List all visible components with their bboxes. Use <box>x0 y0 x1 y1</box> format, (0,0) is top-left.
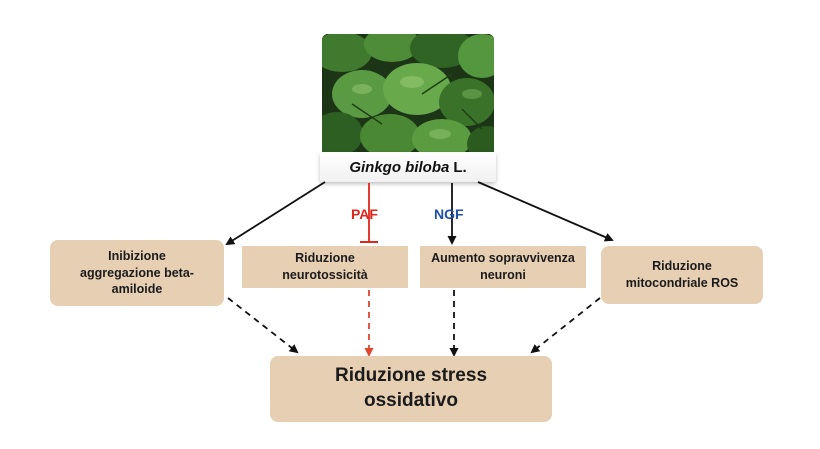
ginkgo-leaves-photo <box>322 34 494 156</box>
box-neuron-survival-text: Aumento sopravvivenza neuroni <box>431 251 575 282</box>
dashed-arrow-beta-amyloid <box>227 297 299 354</box>
paf-label: PAF <box>351 206 378 222</box>
species-caption: Ginkgo biloba L. <box>320 152 496 182</box>
box-beta-amyloid-inhibition: Inibizione aggregazione beta- amiloide <box>50 240 224 306</box>
box-beta-amyloid-text: Inibizione aggregazione beta- amiloide <box>80 248 194 297</box>
ngf-label: NGF <box>434 206 464 222</box>
box-neurotoxicity-text: Riduzione neurotossicità <box>282 251 368 282</box>
arrow-to-ros <box>477 181 614 242</box>
dashed-arrow-ros <box>530 297 601 354</box>
box-neuron-survival: Aumento sopravvivenza neuroni <box>420 246 586 288</box>
species-name: Ginkgo biloba <box>349 158 450 176</box>
box-neurotoxicity-reduction: Riduzione neurotossicità <box>242 246 408 288</box>
box-oxidative-stress: Riduzione stress ossidativo <box>270 356 552 422</box>
arrow-to-beta-amyloid <box>225 181 326 246</box>
box-mitochondrial-ros: Riduzione mitocondriale ROS <box>601 246 763 304</box>
species-authority: L. <box>453 158 467 176</box>
box-oxidative-stress-text: Riduzione stress ossidativo <box>334 365 488 411</box>
box-ros-text: Riduzione mitocondriale ROS <box>625 259 739 290</box>
